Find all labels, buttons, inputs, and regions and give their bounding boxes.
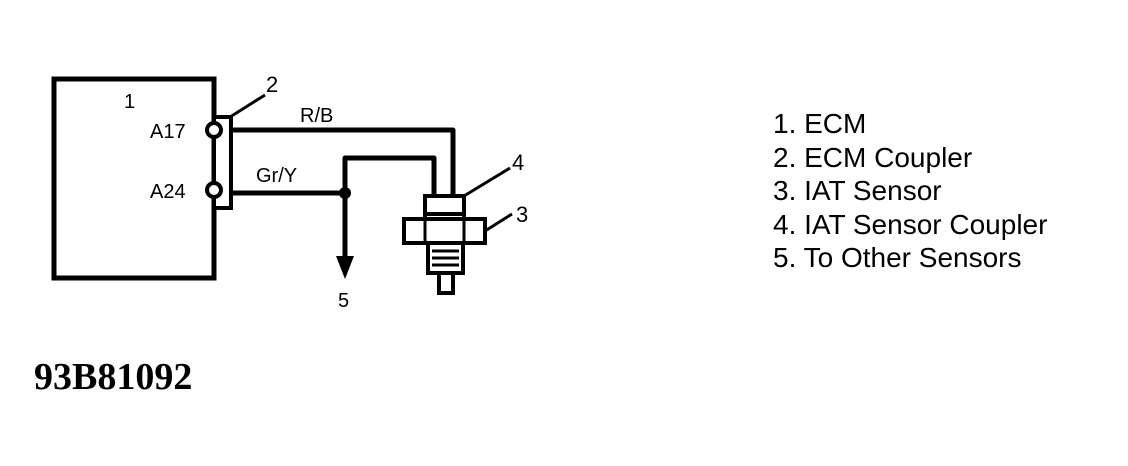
sensor-leader-line — [484, 212, 513, 233]
legend-item-other-sensors: 5. To Other Sensors — [773, 242, 1022, 273]
sensor-number-label: 3 — [516, 202, 528, 227]
wire-rb: R/B — [231, 105, 456, 196]
wire-gry: Gr/Y — [231, 155, 437, 199]
iat-sensor-coupler — [423, 194, 466, 216]
legend-item-ecm: 1. ECM — [773, 108, 867, 139]
legend: 1. ECM 2. ECM Coupler 3. IAT Sensor 4. I… — [773, 107, 1047, 275]
legend-item-iat-sensor: 3. IAT Sensor — [773, 175, 942, 206]
wire-gry-label: Gr/Y — [256, 165, 297, 187]
legend-item-iat-sensor-coupler: 4. IAT Sensor Coupler — [773, 208, 1048, 240]
legend-item-ecm-coupler: 2. ECM Coupler — [773, 141, 973, 173]
pin-a17-terminal — [205, 121, 223, 139]
ecm-coupler: A17 A24 2 — [150, 72, 278, 210]
other-sensors-arrow: 5 — [336, 193, 354, 312]
other-sensors-number-label: 5 — [338, 290, 349, 312]
pin-a24-terminal — [205, 181, 223, 199]
pin-a17-label: A17 — [150, 121, 186, 143]
coupler-leader-line — [229, 93, 266, 119]
sensor-coupler-number-label: 4 — [512, 150, 524, 175]
ecm-number-label: 1 — [124, 91, 135, 113]
sensor-coupler-leader-line — [463, 166, 511, 198]
coupler-number-label: 2 — [266, 72, 278, 97]
iat-sensor: 4 3 — [402, 150, 528, 295]
wire-rb-label: R/B — [300, 105, 333, 127]
figure-id: 93B81092 — [34, 356, 193, 398]
pin-a24-label: A24 — [150, 181, 186, 203]
ecm-box: 1 — [51, 76, 217, 281]
